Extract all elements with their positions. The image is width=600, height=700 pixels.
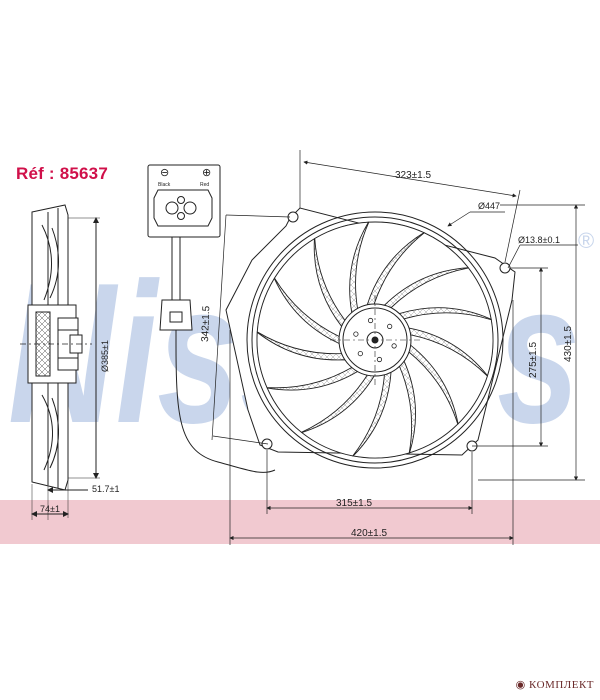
fan-blade <box>403 312 494 377</box>
dim-side-diameter: Ø385±1 <box>100 340 110 372</box>
front-dimensions <box>211 150 585 545</box>
fan-blade <box>352 365 413 459</box>
connector <box>147 164 276 473</box>
front-view <box>225 207 516 469</box>
fan-blade <box>410 334 488 425</box>
dim-height-total: 430±1.5 <box>563 325 574 362</box>
hub-hole <box>387 323 393 330</box>
fan-blade <box>256 277 343 355</box>
dim-height-holes: 275±1.5 <box>528 341 539 378</box>
dim-width-total: 420±1.5 <box>351 528 388 539</box>
dim-outer-diameter: Ø447 <box>478 201 500 211</box>
fan-blades <box>256 221 494 459</box>
dim-top-width: 323±1.5 <box>395 170 432 181</box>
dim-side-depth-inner: 51.7±1 <box>92 484 119 494</box>
connector-minus-icon: ⊖ <box>160 167 169 179</box>
fan-blade <box>300 374 385 457</box>
pink-band <box>0 500 600 544</box>
fan-blade <box>355 221 425 310</box>
hub-hole <box>367 317 374 324</box>
fan-blade <box>314 221 370 321</box>
fan-blade <box>266 370 368 433</box>
dim-side-depth-total: 74±1 <box>40 504 60 514</box>
fan-blade <box>273 237 343 338</box>
connector-label-black: Black <box>158 182 171 188</box>
watermark-registered-mark: ® <box>578 228 594 253</box>
hub-hole <box>376 356 383 363</box>
fan-blade <box>403 351 459 454</box>
reference-number: Réf : 85637 <box>16 164 108 183</box>
hub-hole <box>353 331 359 337</box>
footer-logo-icon: ◉ <box>515 679 530 691</box>
hub-hole <box>391 343 397 349</box>
fan-blade <box>373 232 470 306</box>
fan-blade <box>390 267 492 321</box>
connector-plus-icon: ⊕ <box>202 167 211 179</box>
footer-text: КОМПЛЕКТ <box>529 679 594 691</box>
fan-blade <box>256 331 353 389</box>
footer-brand: ◉ КОМПЛЕКТ <box>516 678 594 691</box>
dim-bottom-holes: 315±1.5 <box>336 498 373 509</box>
dim-hole-diameter: Ø13.8±0.1 <box>518 235 560 245</box>
side-view <box>20 204 100 520</box>
hub-hole <box>357 350 363 357</box>
connector-label-red: Red <box>200 182 209 188</box>
dim-diagonal: 342±1.5 <box>200 305 212 342</box>
